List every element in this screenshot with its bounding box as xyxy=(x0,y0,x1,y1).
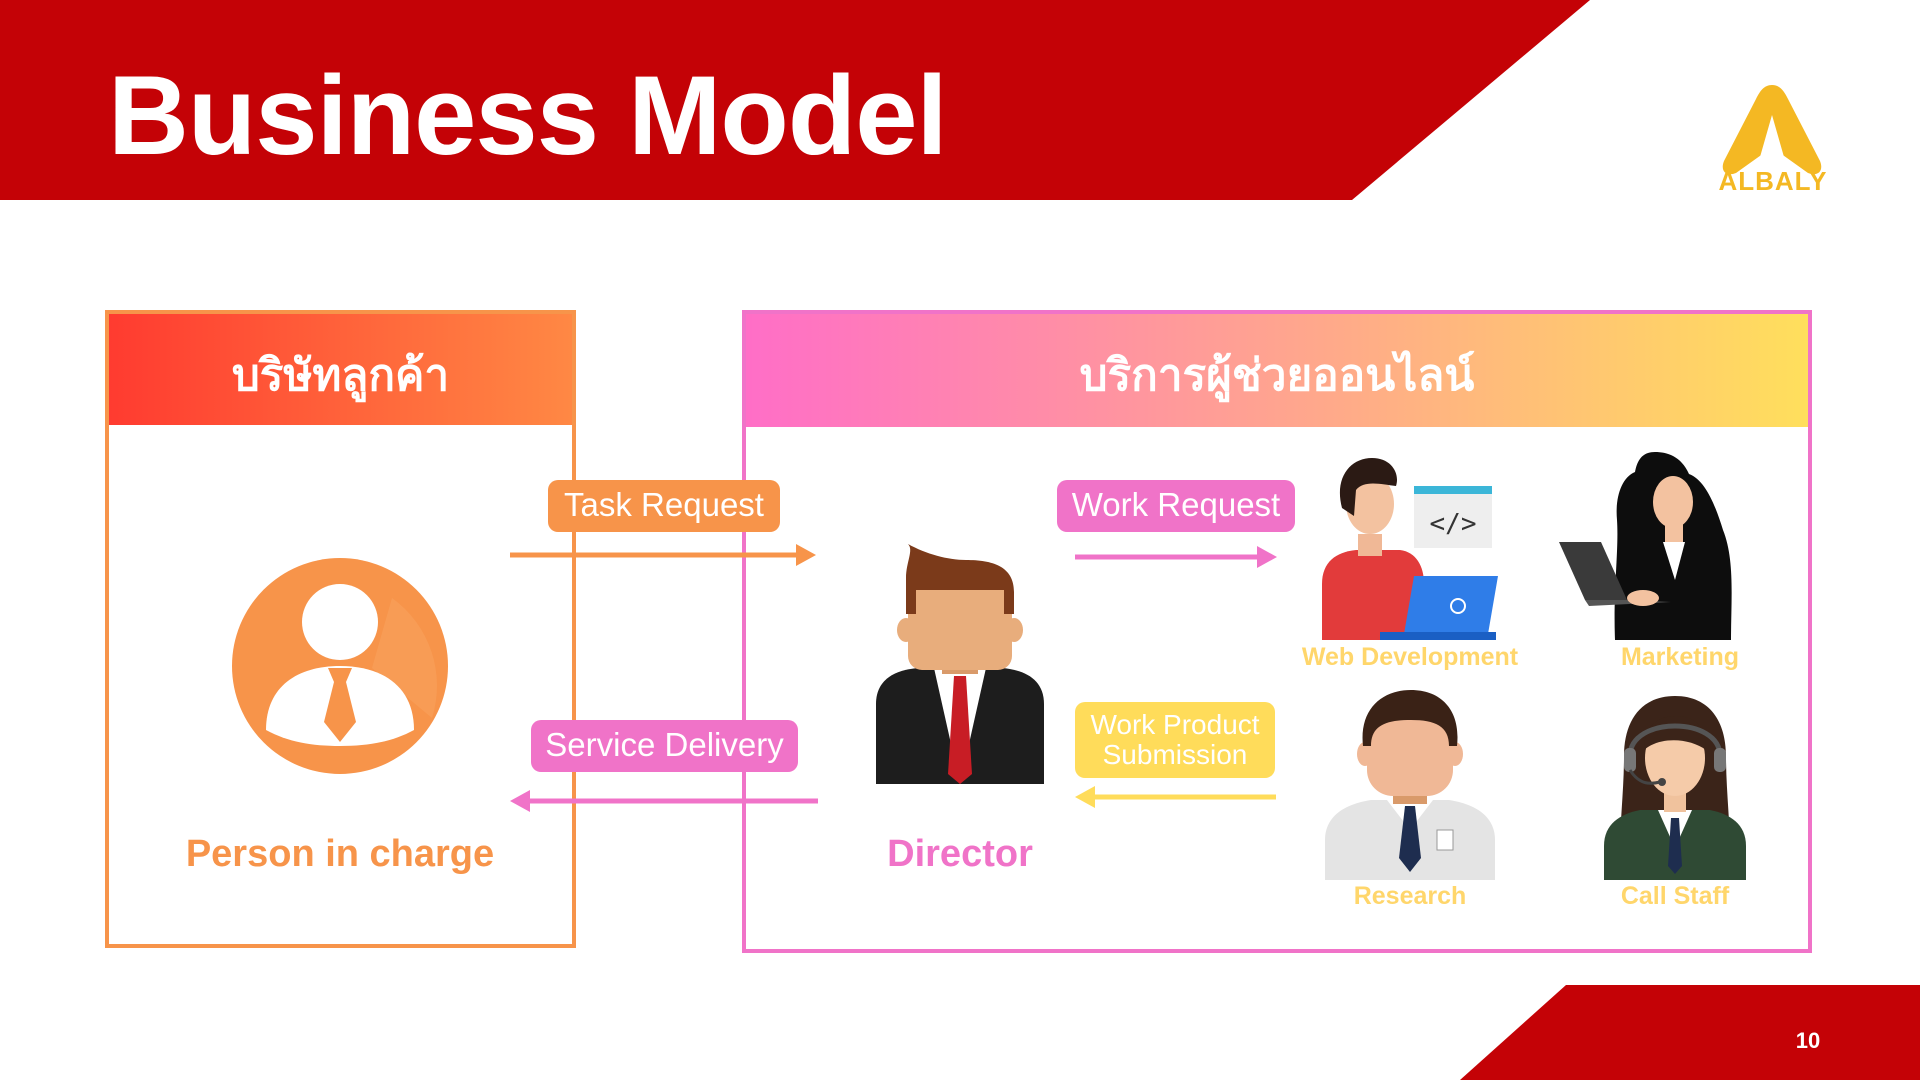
director-label: Director xyxy=(887,833,1033,875)
marketing-label: Marketing xyxy=(1620,643,1740,671)
work-request-arrow xyxy=(1075,546,1277,568)
client-panel-header xyxy=(109,314,572,425)
director-icon xyxy=(876,544,1044,784)
client-panel-title: บริษัทลูกค้า xyxy=(231,350,450,401)
work-request-pill: Work Request xyxy=(1057,480,1295,532)
call-staff-label: Call Staff xyxy=(1620,882,1730,910)
logo-text: ALBALY xyxy=(1718,166,1828,196)
web-development-icon: </> xyxy=(1322,458,1498,640)
web-development-label: Web Development xyxy=(1301,643,1519,671)
service-panel-title: บริการผู้ช่วยออนไลน์ xyxy=(1079,350,1475,401)
work-product-line1: Work Product xyxy=(1090,709,1260,740)
header-band xyxy=(0,0,1590,200)
work-product-line2: Submission xyxy=(1102,739,1248,770)
svg-text:</>: </> xyxy=(1430,509,1477,539)
research-icon xyxy=(1325,690,1495,880)
research-label: Research xyxy=(1353,882,1467,910)
albaly-logo xyxy=(1722,85,1822,175)
call-staff-icon xyxy=(1604,696,1746,880)
work-product-submission-pill: Work Product Submission xyxy=(1075,702,1275,778)
task-request-pill: Task Request xyxy=(548,480,780,532)
footer-band xyxy=(1460,985,1920,1080)
work-product-arrow xyxy=(1075,786,1276,808)
service-delivery-arrow xyxy=(510,790,818,812)
task-request-arrow xyxy=(510,544,816,566)
service-panel-header xyxy=(746,314,1808,427)
service-delivery-pill: Service Delivery xyxy=(531,720,798,772)
person-in-charge-label: Person in charge xyxy=(185,833,495,875)
marketing-icon xyxy=(1559,452,1732,640)
page-title: Business Model xyxy=(108,53,948,178)
page-number: 10 xyxy=(1795,1028,1821,1053)
person-in-charge-icon xyxy=(232,558,448,774)
